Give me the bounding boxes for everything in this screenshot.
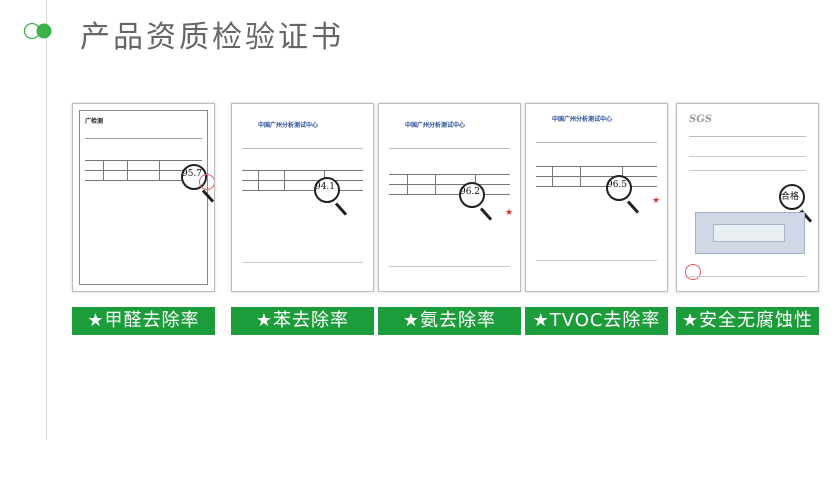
sgs-logo: SGS bbox=[689, 114, 712, 125]
certificate-benzene[interactable]: 中国广州分析测试中心 94.1 bbox=[231, 103, 374, 292]
certificate-tvoc[interactable]: 中国广州分析测试中心 96.5 ★ bbox=[525, 103, 668, 292]
certificate-ammonia[interactable]: 中国广州分析测试中心 96.2 ★ bbox=[378, 103, 521, 292]
removal-rate-value: 96.2 bbox=[459, 187, 481, 197]
certificate-logo-text: 中国广州分析测试中心 bbox=[552, 116, 613, 123]
safety-result-value: 合格 bbox=[780, 192, 799, 202]
label-formaldehyde: ★甲醛去除率 bbox=[72, 307, 215, 335]
certificate-logo-text: 中国广州分析测试中心 bbox=[258, 122, 319, 129]
red-star-icon: ★ bbox=[652, 196, 661, 206]
removal-rate-value: 94.1 bbox=[314, 182, 336, 192]
certificate-image: 中国广州分析测试中心 96.5 ★ bbox=[525, 103, 668, 292]
removal-rate-value: 95.7 bbox=[181, 169, 203, 179]
label-ammonia: ★氨去除率 bbox=[378, 307, 521, 335]
label-tvoc: ★TVOC去除率 bbox=[525, 307, 668, 335]
certificate-image: 中国广州分析测试中心 96.2 ★ bbox=[378, 103, 521, 292]
vertical-divider bbox=[46, 0, 47, 440]
certificate-logo-text: 广检测 bbox=[85, 118, 104, 125]
certificate-image: SGS 合格 bbox=[676, 103, 819, 292]
removal-rate-value: 96.5 bbox=[606, 180, 628, 190]
sample-strip bbox=[713, 224, 785, 242]
certificate-image: 广检测 95.7 bbox=[72, 103, 215, 292]
certificate-image: 中国广州分析测试中心 94.1 bbox=[231, 103, 374, 292]
header-dot-icon bbox=[23, 22, 52, 40]
label-benzene: ★苯去除率 bbox=[231, 307, 374, 335]
label-safety: ★安全无腐蚀性 bbox=[676, 307, 819, 335]
red-stamp-icon bbox=[685, 264, 701, 280]
red-stamp-icon bbox=[199, 174, 214, 190]
red-star-icon: ★ bbox=[505, 208, 514, 218]
certificate-logo-text: 中国广州分析测试中心 bbox=[405, 122, 466, 129]
certificate-safety[interactable]: SGS 合格 bbox=[676, 103, 819, 292]
page-title: 产品资质检验证书 bbox=[80, 20, 344, 55]
certificate-formaldehyde[interactable]: 广检测 95.7 bbox=[72, 103, 215, 292]
